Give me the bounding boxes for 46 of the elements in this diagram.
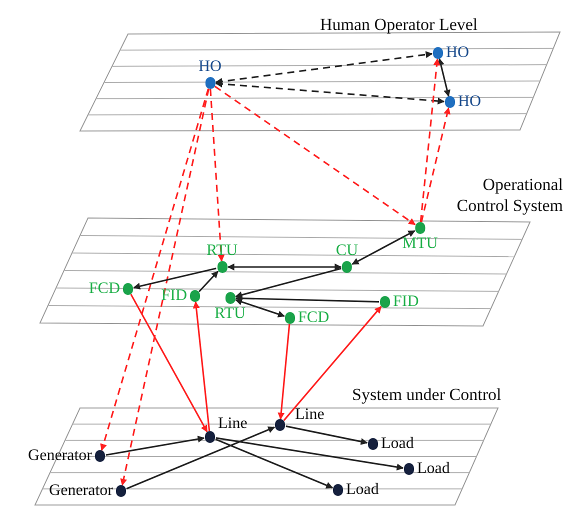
node-label: Generator [49,481,113,501]
node-label: FID [161,286,187,306]
arrow [130,294,208,432]
arrow [216,437,404,470]
node-label: HO [458,92,482,112]
arrow [235,298,285,318]
arrow [420,58,440,222]
node-label: Generator [28,446,92,466]
node-label: Load [417,459,450,479]
layer-title: System under Control [352,384,502,406]
arrow [133,268,216,290]
arrow [283,306,382,421]
arrow [192,301,210,432]
arrow [106,436,205,456]
arrow [100,88,210,451]
arrow [214,86,416,226]
node-label: HO [198,57,222,77]
layer-title: Human Operator Level [320,14,479,36]
arrow [278,324,290,420]
layer-title: Operational Control System [456,174,563,216]
arrow [227,264,342,270]
node-label: RTU [206,241,238,261]
node-label: RTU [214,304,246,324]
arrow [198,270,218,292]
arrow [352,230,416,265]
arrow [120,88,210,486]
node-label: MTU [402,234,438,254]
arrow [215,51,433,85]
arrow [438,58,450,97]
node-label: FCD [88,279,120,299]
arrow [286,425,368,445]
arrow [235,268,342,298]
node-label: Line [295,405,324,425]
node-label: CU [336,241,358,261]
arrow [210,88,225,262]
node-label: FCD [298,308,330,328]
node-label: Load [381,434,414,454]
arrow [420,107,451,222]
arrow [215,80,445,105]
node-label: FID [393,292,419,312]
arrow [235,294,380,303]
node-label: Line [218,414,248,434]
node-label: Load [346,480,379,500]
arrow [215,438,334,489]
node-label: HO [446,43,470,63]
arrow [126,426,276,490]
